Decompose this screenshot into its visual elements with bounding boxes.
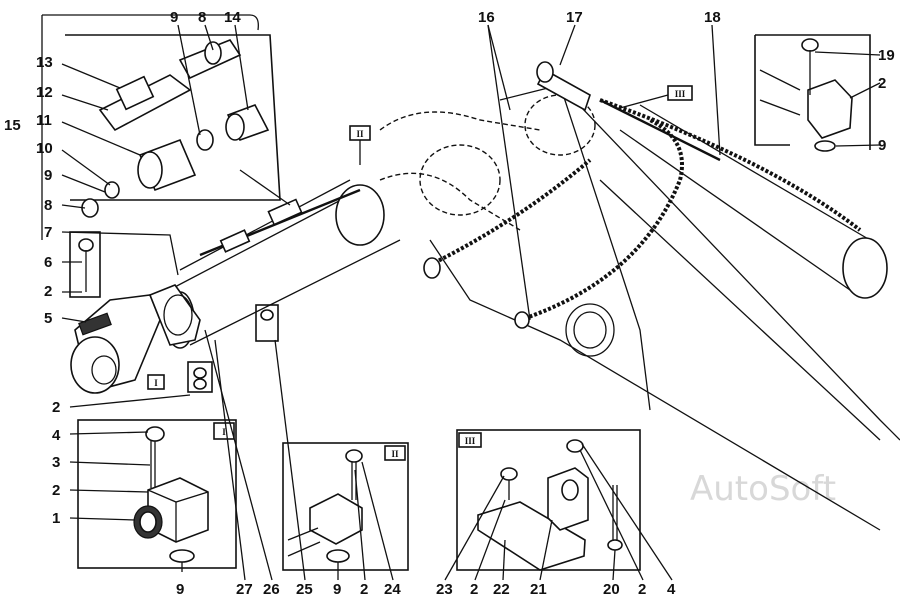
callout-14: 14 xyxy=(224,9,241,26)
callout-9-d: 9 xyxy=(333,581,341,598)
detail-box-ii: II xyxy=(282,442,409,571)
callout-19: 19 xyxy=(878,47,895,64)
callout-18: 18 xyxy=(704,9,721,26)
callout-5: 5 xyxy=(44,310,52,327)
callout-1: 1 xyxy=(52,510,60,527)
boom-arm xyxy=(379,84,900,531)
callout-2-c: 2 xyxy=(52,482,60,499)
callout-11: 11 xyxy=(36,112,52,129)
callout-22: 22 xyxy=(493,581,510,598)
callout-9-c: 9 xyxy=(176,581,184,598)
callout-2-g: 2 xyxy=(878,75,886,92)
small-parts xyxy=(69,231,279,393)
detail-inset-top xyxy=(41,14,291,240)
svg-text:II: II xyxy=(391,449,399,459)
callout-labels: 13 12 11 15 10 9 8 9 8 14 7 6 2 5 2 4 3 … xyxy=(4,9,895,598)
callout-3: 3 xyxy=(52,454,60,471)
callout-20: 20 xyxy=(603,581,620,598)
callout-6: 6 xyxy=(44,254,52,271)
detail-view-iii-marker: III xyxy=(619,85,693,109)
detail-view-i-marker: I xyxy=(147,374,165,390)
svg-text:II: II xyxy=(356,129,364,139)
leader-lines xyxy=(61,24,881,581)
callout-25: 25 xyxy=(296,581,313,598)
callout-24: 24 xyxy=(384,581,401,598)
detail-inset-19 xyxy=(754,34,871,152)
callout-9-e: 9 xyxy=(878,137,886,154)
callout-9-b: 9 xyxy=(170,9,178,26)
svg-text:III: III xyxy=(465,436,476,446)
callout-26: 26 xyxy=(263,581,280,598)
callout-23: 23 xyxy=(436,581,453,598)
callout-8-b: 8 xyxy=(198,9,206,26)
clevis-bracket xyxy=(70,284,201,394)
detail-view-ii-marker: II xyxy=(349,125,371,165)
callout-4-a: 4 xyxy=(52,427,61,444)
boom-pin-hole xyxy=(565,303,615,357)
callout-16: 16 xyxy=(478,9,495,26)
callout-4-b: 4 xyxy=(667,581,676,598)
callout-2-f: 2 xyxy=(638,581,646,598)
svg-text:III: III xyxy=(675,89,686,99)
callout-2-e: 2 xyxy=(470,581,478,598)
watermark: AutoSoft xyxy=(690,469,836,509)
callout-8-a: 8 xyxy=(44,197,52,214)
callout-9-a: 9 xyxy=(44,167,52,184)
boom-cylinder xyxy=(599,98,888,299)
callout-7: 7 xyxy=(44,224,52,241)
callout-21: 21 xyxy=(530,581,547,598)
callout-2-d: 2 xyxy=(360,581,368,598)
callout-17: 17 xyxy=(566,9,583,26)
svg-text:I: I xyxy=(222,427,226,437)
callout-13: 13 xyxy=(36,54,53,71)
svg-text:I: I xyxy=(154,378,158,388)
callout-2-a: 2 xyxy=(44,283,52,300)
detail-box-i: I xyxy=(77,419,237,569)
pin-17 xyxy=(536,61,591,112)
callout-12: 12 xyxy=(36,84,53,101)
callout-15: 15 xyxy=(4,117,21,134)
callout-27: 27 xyxy=(236,581,253,598)
hose-lines xyxy=(423,98,862,329)
callout-10: 10 xyxy=(36,140,53,157)
callout-2-b: 2 xyxy=(52,399,60,416)
detail-box-iii: III xyxy=(456,429,641,571)
